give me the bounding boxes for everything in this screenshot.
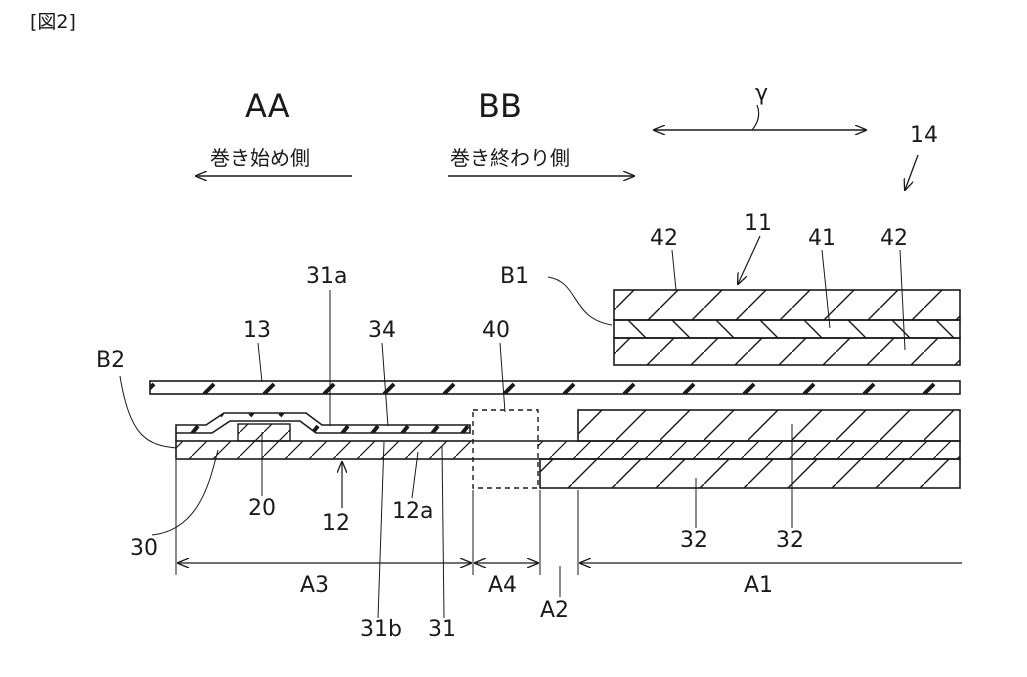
label-14-arrow <box>905 155 918 190</box>
label-32-right: 32 <box>776 528 804 553</box>
label-b1: B1 <box>500 264 529 289</box>
leader-b1 <box>548 277 612 325</box>
label-a2: A2 <box>540 598 569 623</box>
label-31a: 31a <box>306 264 347 289</box>
label-32-left: 32 <box>680 528 708 553</box>
direction-aa-code: AA <box>245 87 290 125</box>
label-14: 14 <box>910 123 938 148</box>
label-a4: A4 <box>488 573 517 598</box>
leader-31b <box>378 442 384 618</box>
separator-13 <box>150 381 960 394</box>
gamma-leader <box>752 105 759 130</box>
label-11: 11 <box>744 211 772 236</box>
negative-active-layer-bottom <box>540 459 960 488</box>
leader-11 <box>738 236 760 284</box>
label-b2: B2 <box>96 348 125 373</box>
label-13: 13 <box>243 318 271 343</box>
negative-electrode-12 <box>176 410 960 488</box>
label-a3: A3 <box>300 573 329 598</box>
direction-bb-text: 巻き終わり側 <box>450 146 570 170</box>
direction-aa-text: 巻き始め側 <box>210 146 310 170</box>
leader-40 <box>500 343 505 412</box>
label-31: 31 <box>428 617 456 642</box>
label-42-right: 42 <box>880 226 908 251</box>
label-20: 20 <box>248 496 276 521</box>
tab-20 <box>238 424 290 441</box>
positive-electrode-11 <box>614 290 960 365</box>
direction-bb-code: BB <box>478 87 522 125</box>
negative-collector-31 <box>176 441 960 459</box>
leader-42-left <box>672 250 676 290</box>
insulating-tape-30 <box>176 413 470 441</box>
label-12a: 12a <box>392 499 433 524</box>
label-a1: A1 <box>744 573 773 598</box>
label-30: 30 <box>130 536 158 561</box>
leader-31 <box>442 446 444 618</box>
negative-active-layer-top <box>578 410 960 441</box>
leader-13 <box>258 343 262 382</box>
gamma-label: γ <box>755 81 768 106</box>
label-34: 34 <box>368 318 396 343</box>
figure-caption: [図2] <box>30 11 76 33</box>
label-40: 40 <box>482 318 510 343</box>
leader-30 <box>152 450 218 535</box>
positive-active-layer-bottom <box>614 338 960 365</box>
positive-active-layer-top <box>614 290 960 320</box>
label-12: 12 <box>322 511 350 536</box>
label-41: 41 <box>808 226 836 251</box>
positive-collector-41 <box>614 320 960 338</box>
label-31b: 31b <box>360 617 402 642</box>
label-42-left: 42 <box>650 226 678 251</box>
protective-member-40 <box>473 410 538 488</box>
